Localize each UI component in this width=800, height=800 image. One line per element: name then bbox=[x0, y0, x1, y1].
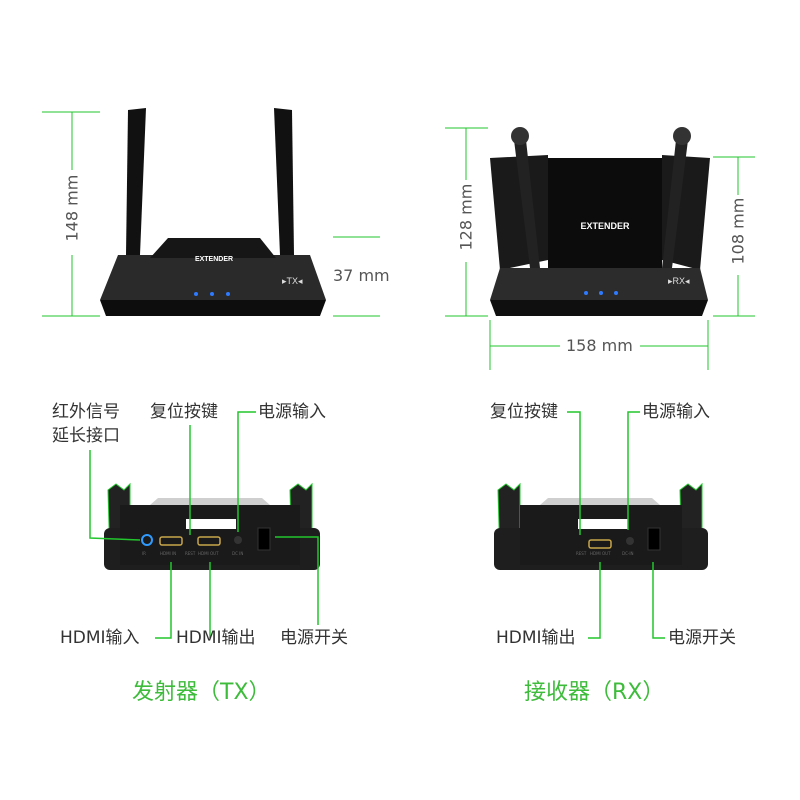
rx-dc-in-label: 电源输入 bbox=[642, 402, 710, 422]
tx-ir-label-2: 延长接口 bbox=[52, 426, 120, 446]
rx-badge: RX bbox=[668, 277, 690, 286]
tx-title: 发射器（TX） bbox=[132, 680, 271, 705]
tx-dc-in-label: 电源输入 bbox=[258, 402, 326, 422]
rx-power-switch-label: 电源开关 bbox=[668, 628, 736, 648]
tx-port-dc-in: DC IN bbox=[232, 551, 244, 556]
dimension-lines bbox=[42, 111, 755, 370]
rx-reset-label: 复位按键 bbox=[490, 402, 558, 422]
rx-port-hdmi-out: HDMI OUT bbox=[590, 551, 611, 556]
callout-lines bbox=[89, 411, 665, 639]
tx-badge: TX bbox=[282, 277, 303, 286]
rx-body-height-label: 108 mm bbox=[728, 197, 748, 265]
tx-hdmi-out-label: HDMI输出 bbox=[176, 628, 256, 648]
tx-ir-label: 红外信号 bbox=[52, 402, 120, 422]
tx-port-hdmi-in: HDMI IN bbox=[160, 551, 177, 556]
rx-title: 接收器（RX） bbox=[524, 680, 665, 705]
tx-port-rest: REST bbox=[185, 551, 196, 556]
tx-logo-text: EXTENDER bbox=[194, 256, 234, 263]
rx-back-device bbox=[494, 482, 708, 570]
tx-front-device bbox=[100, 108, 326, 316]
rx-hdmi-out-label: HDMI输出 bbox=[496, 628, 576, 648]
tx-reset-label: 复位按键 bbox=[150, 402, 218, 422]
rx-port-dc-in: DC-IN bbox=[622, 551, 634, 556]
rx-height-label: 128 mm bbox=[456, 183, 476, 251]
rx-width-label: 158 mm bbox=[566, 336, 633, 355]
rx-port-rest: REST bbox=[576, 551, 587, 556]
tx-back-device bbox=[104, 482, 320, 570]
tx-port-hdmi-out: HDMI OUT bbox=[198, 551, 219, 556]
rx-front-device bbox=[490, 127, 710, 316]
tx-hdmi-in-label: HDMI输入 bbox=[60, 628, 140, 648]
tx-height-label: 148 mm bbox=[62, 174, 82, 242]
tx-power-switch-label: 电源开关 bbox=[280, 628, 348, 648]
rx-logo-text: EXTENDER bbox=[580, 221, 630, 231]
tx-port-ir: IR bbox=[142, 551, 146, 556]
tx-depth-label: 37 mm bbox=[333, 266, 390, 285]
